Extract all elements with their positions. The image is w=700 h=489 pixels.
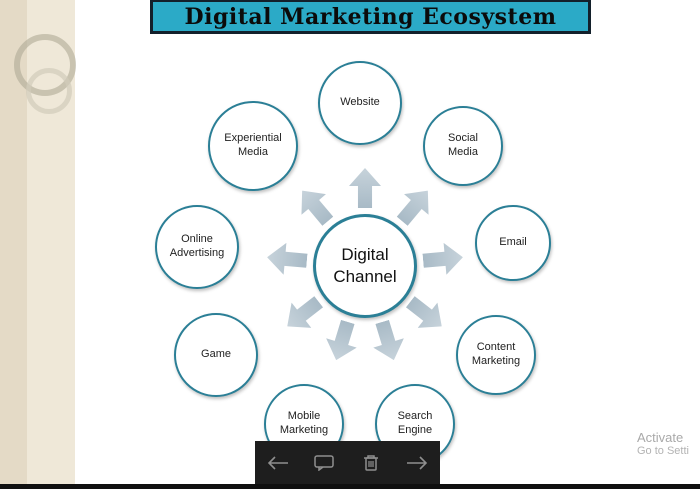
slide-title: Digital Marketing Ecosystem [184, 3, 557, 30]
watermark-line2: Go to Setti [637, 445, 689, 457]
decorative-ring [26, 68, 72, 114]
slide-title-banner: Digital Marketing Ecosystem [150, 0, 591, 34]
watermark-line1: Activate [637, 430, 684, 445]
arrow-to-game [277, 289, 328, 339]
next-slide-button[interactable] [402, 448, 432, 478]
comment-button[interactable] [309, 448, 339, 478]
node-label: Content Marketing [471, 341, 521, 367]
arrow-right-icon [406, 456, 428, 470]
node-label: Search Engine [397, 410, 433, 436]
node-online-advertising: Online Advertising [155, 205, 239, 289]
slide-side-stripe [0, 0, 76, 489]
node-game: Game [174, 313, 258, 397]
node-label: Email [499, 236, 527, 249]
arrow-to-content-marketing [400, 289, 451, 339]
node-website: Website [318, 61, 402, 145]
arrow-to-search-engine [367, 317, 409, 365]
node-content-marketing: Content Marketing [456, 315, 536, 395]
viewer-toolbar [255, 441, 440, 485]
node-social-media: Social Media [423, 106, 503, 186]
node-label: Online Advertising [169, 233, 225, 259]
bottom-edge-bar [0, 484, 700, 489]
arrow-to-online-advertising [266, 241, 309, 276]
node-label: Mobile Marketing [279, 410, 329, 436]
arrow-to-mobile-marketing [321, 317, 363, 365]
node-label: Website [340, 96, 380, 109]
node-email: Email [475, 205, 551, 281]
node-label: Experiential Media [224, 132, 282, 158]
arrow-to-email [422, 241, 465, 276]
node-label: Game [201, 348, 231, 361]
node-label: Social Media [448, 132, 478, 158]
arrow-to-website [349, 168, 381, 208]
previous-slide-button[interactable] [263, 448, 293, 478]
node-experiential-media: Experiential Media [208, 101, 298, 191]
delete-button[interactable] [356, 448, 386, 478]
arrow-left-icon [267, 456, 289, 470]
node-label: Digital Channel [333, 244, 397, 286]
activation-watermark: Activate Go to Setti [637, 430, 700, 457]
comment-icon [314, 455, 335, 471]
node-digital-channel: Digital Channel [313, 214, 417, 318]
arrow-to-social-media [390, 180, 440, 231]
trash-icon [363, 454, 379, 472]
